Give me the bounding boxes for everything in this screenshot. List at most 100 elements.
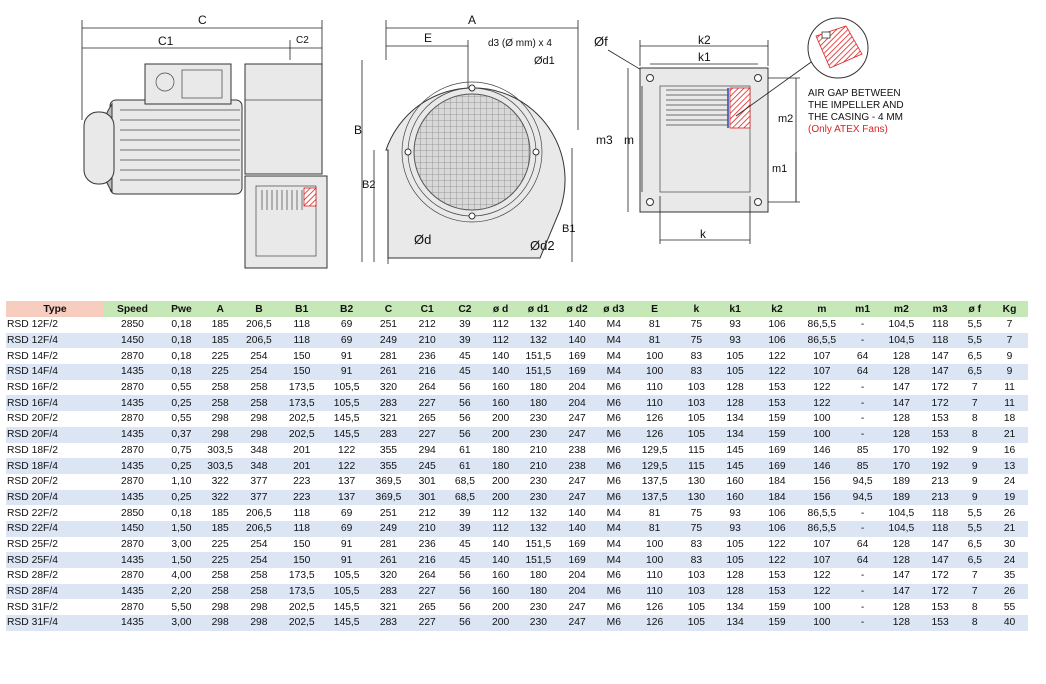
table-cell: 151,5 [517,364,559,380]
table-cell: 93 [715,520,755,537]
table-cell: - [844,520,881,537]
table-cell: 200 [483,489,518,506]
table-cell: 103 [677,395,716,412]
table-cell: 134 [715,411,755,427]
table-cell: 68,5 [446,473,484,490]
table-cell: 210 [517,458,559,474]
table-cell: 236 [407,348,447,365]
table-cell: 377 [238,473,280,490]
table-cell: 180 [517,379,559,396]
table-cell: 189 [880,473,922,490]
table-cell: 5,5 [958,520,992,537]
table-cell: 1435 [103,364,162,380]
table-cell: 105,5 [324,568,370,584]
table-cell: - [844,505,881,521]
table-cell: 35 [991,568,1028,584]
table-cell: 230 [517,473,559,490]
table-cell: 122 [799,568,845,584]
table-cell: 122 [799,395,845,412]
table-cell: 170 [880,442,922,459]
table-cell: 104,5 [880,520,922,537]
column-header: Speed [103,301,162,317]
table-cell: 169 [558,348,596,365]
table-cell: 159 [754,615,800,631]
table-cell: 2870 [103,473,162,490]
table-cell: 180 [517,568,559,584]
dim-m1-label: m1 [772,163,787,175]
table-cell: 122 [754,364,800,380]
table-cell: 247 [558,426,596,443]
fan-housing-side [244,63,323,175]
table-cell: 104,5 [880,332,922,349]
table-cell: RSD 20F/2 [6,411,104,427]
column-header: B2 [324,301,370,317]
table-cell: 110 [632,379,678,396]
table-cell: 122 [324,442,370,459]
table-cell: 115 [677,442,716,459]
table-cell: - [844,317,881,333]
table-cell: 184 [754,489,800,506]
table-cell: - [844,379,881,396]
table-cell: 7 [958,568,992,584]
table-cell: 173,5 [279,379,325,396]
table-cell: 140 [558,317,596,333]
table-cell: 172 [921,583,959,600]
table-cell: 11 [991,395,1028,412]
table-cell: 128 [715,568,755,584]
outlet-view: Øf k2 k1 m3 m m2 m1 k [594,17,904,244]
column-header: B1 [279,301,325,317]
table-cell: 122 [324,458,370,474]
table-cell: 170 [880,458,922,474]
table-cell: 104,5 [880,317,922,333]
table-cell: 126 [632,411,678,427]
table-cell: 105,5 [324,395,370,412]
table-cell: 0,25 [161,395,202,412]
table-cell: 75 [677,317,716,333]
table-cell: 137,5 [632,489,678,506]
table-cell: 225 [201,536,239,553]
table-cell: 2870 [103,379,162,396]
table-cell: 202,5 [279,411,325,427]
table-cell: 147 [921,552,959,568]
table-cell: 122 [754,536,800,553]
table-cell: RSD 18F/2 [6,442,104,459]
table-cell: 8 [958,615,992,631]
table-cell: 258 [238,568,280,584]
table-cell: M6 [595,473,633,490]
table-cell: 91 [324,552,370,568]
table-cell: 261 [369,364,408,380]
table-cell: 147 [880,568,922,584]
table-cell: 8 [958,426,992,443]
table-cell: 9 [991,348,1028,365]
column-header: ø d [483,301,518,317]
table-cell: 150 [279,364,325,380]
table-cell: 265 [407,411,447,427]
table-cell: 39 [446,520,484,537]
table-cell: 94,5 [844,473,881,490]
terminal-box [144,63,232,105]
table-cell: 321 [369,599,408,616]
column-header: E [632,301,678,317]
table-cell: 200 [483,426,518,443]
table-cell: 26 [991,583,1028,600]
table-cell: 180 [483,442,518,459]
table-cell: 126 [632,615,678,631]
table-cell: 348 [238,458,280,474]
table-cell: 83 [677,348,716,365]
table-cell: 86,5,5 [799,317,845,333]
table-cell: 122 [799,583,845,600]
table-cell: 320 [369,379,408,396]
table-cell: 103 [677,379,716,396]
table-cell: 128 [715,395,755,412]
table-cell: 68,5 [446,489,484,506]
table-cell: 192 [921,458,959,474]
technical-drawing: C C1 C2 [81,13,904,269]
note-line-1: AIR GAP BETWEEN [808,88,901,99]
table-cell: 9 [958,473,992,490]
table-cell: 140 [558,520,596,537]
table-cell: 118 [279,317,325,333]
table-cell: 200 [483,473,518,490]
